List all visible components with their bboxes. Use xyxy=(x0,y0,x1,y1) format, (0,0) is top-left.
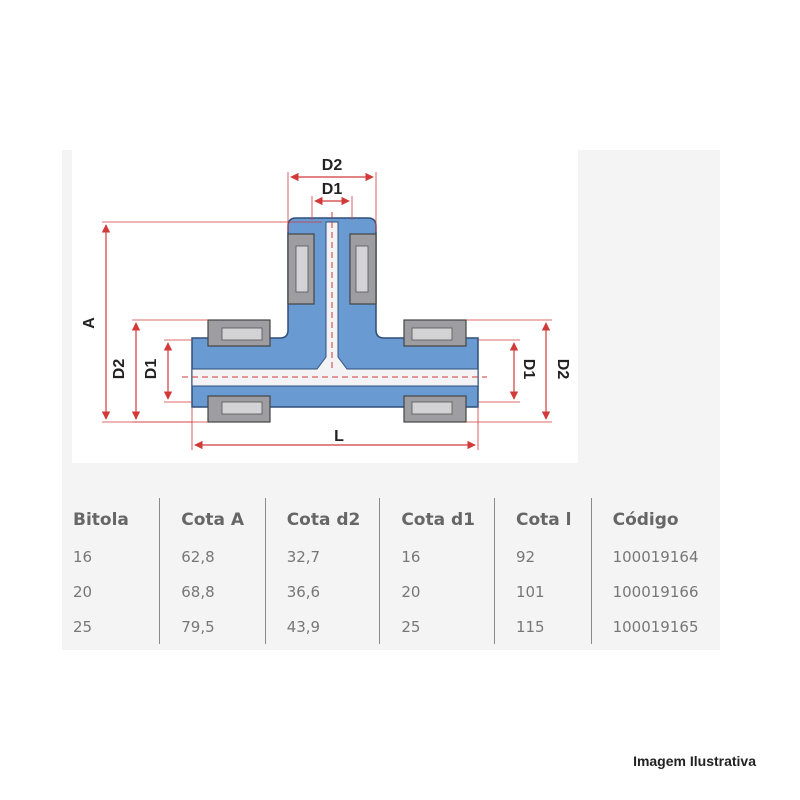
table-row: 16 62,8 32,7 16 92 100019164 xyxy=(62,539,720,574)
tee-fitting-drawing: D2 D1 A D2 D1 D1 D2 L xyxy=(81,157,571,450)
technical-drawing-panel: D2 D1 A D2 D1 D1 D2 L xyxy=(72,150,578,463)
cell-cota-l: 92 xyxy=(493,539,592,574)
bore-passage xyxy=(191,221,479,387)
cell-cota-a: 68,8 xyxy=(159,574,266,609)
dim-label-top-d1: D1 xyxy=(322,181,343,198)
cell-codigo: 100019165 xyxy=(590,609,720,644)
col-header-cota-d1: Cota d1 xyxy=(379,498,495,539)
product-spec-card: D2 D1 A D2 D1 D1 D2 L Bitola Cota A Cota… xyxy=(62,150,720,650)
image-caption: Imagem Ilustrativa xyxy=(633,753,756,769)
dim-label-l: L xyxy=(334,428,344,445)
dim-label-left-d1: D1 xyxy=(143,359,160,380)
cell-cota-a: 62,8 xyxy=(159,539,266,574)
col-header-codigo: Código xyxy=(590,498,720,539)
col-header-cota-l: Cota l xyxy=(493,498,592,539)
table-header-row: Bitola Cota A Cota d2 Cota d1 Cota l Cód… xyxy=(62,498,720,539)
col-header-cota-a: Cota A xyxy=(159,498,266,539)
cell-cota-l: 101 xyxy=(493,574,592,609)
dim-label-right-d1: D1 xyxy=(520,359,537,380)
cell-bitola: 25 xyxy=(73,617,93,636)
col-header-cota-d2: Cota d2 xyxy=(264,498,380,539)
cell-cota-d1: 25 xyxy=(379,609,495,644)
col-header-bitola: Bitola xyxy=(73,510,129,530)
cell-bitola: 20 xyxy=(73,582,93,601)
fitting-nut-top xyxy=(287,233,377,305)
fitting-nut-left xyxy=(207,319,271,423)
dim-label-top-d2: D2 xyxy=(322,157,343,174)
cell-cota-d1: 16 xyxy=(379,539,495,574)
cell-codigo: 100019164 xyxy=(590,539,720,574)
cell-cota-d2: 43,9 xyxy=(264,609,380,644)
fitting-nut-right xyxy=(403,319,467,423)
dim-label-right-d2: D2 xyxy=(554,359,571,380)
dimensions-table: Bitola Cota A Cota d2 Cota d1 Cota l Cód… xyxy=(62,498,720,644)
dim-label-left-d2: D2 xyxy=(111,359,128,380)
cell-cota-d1: 20 xyxy=(379,574,495,609)
table-row: 20 68,8 36,6 20 101 100019166 xyxy=(62,574,720,609)
table-row: 25 79,5 43,9 25 115 100019165 xyxy=(62,609,720,644)
cell-cota-d2: 32,7 xyxy=(264,539,380,574)
cell-cota-a: 79,5 xyxy=(159,609,266,644)
cell-codigo: 100019166 xyxy=(590,574,720,609)
dim-label-a: A xyxy=(81,317,98,329)
cell-cota-l: 115 xyxy=(493,609,592,644)
cell-bitola: 16 xyxy=(73,547,93,566)
cell-cota-d2: 36,6 xyxy=(264,574,380,609)
